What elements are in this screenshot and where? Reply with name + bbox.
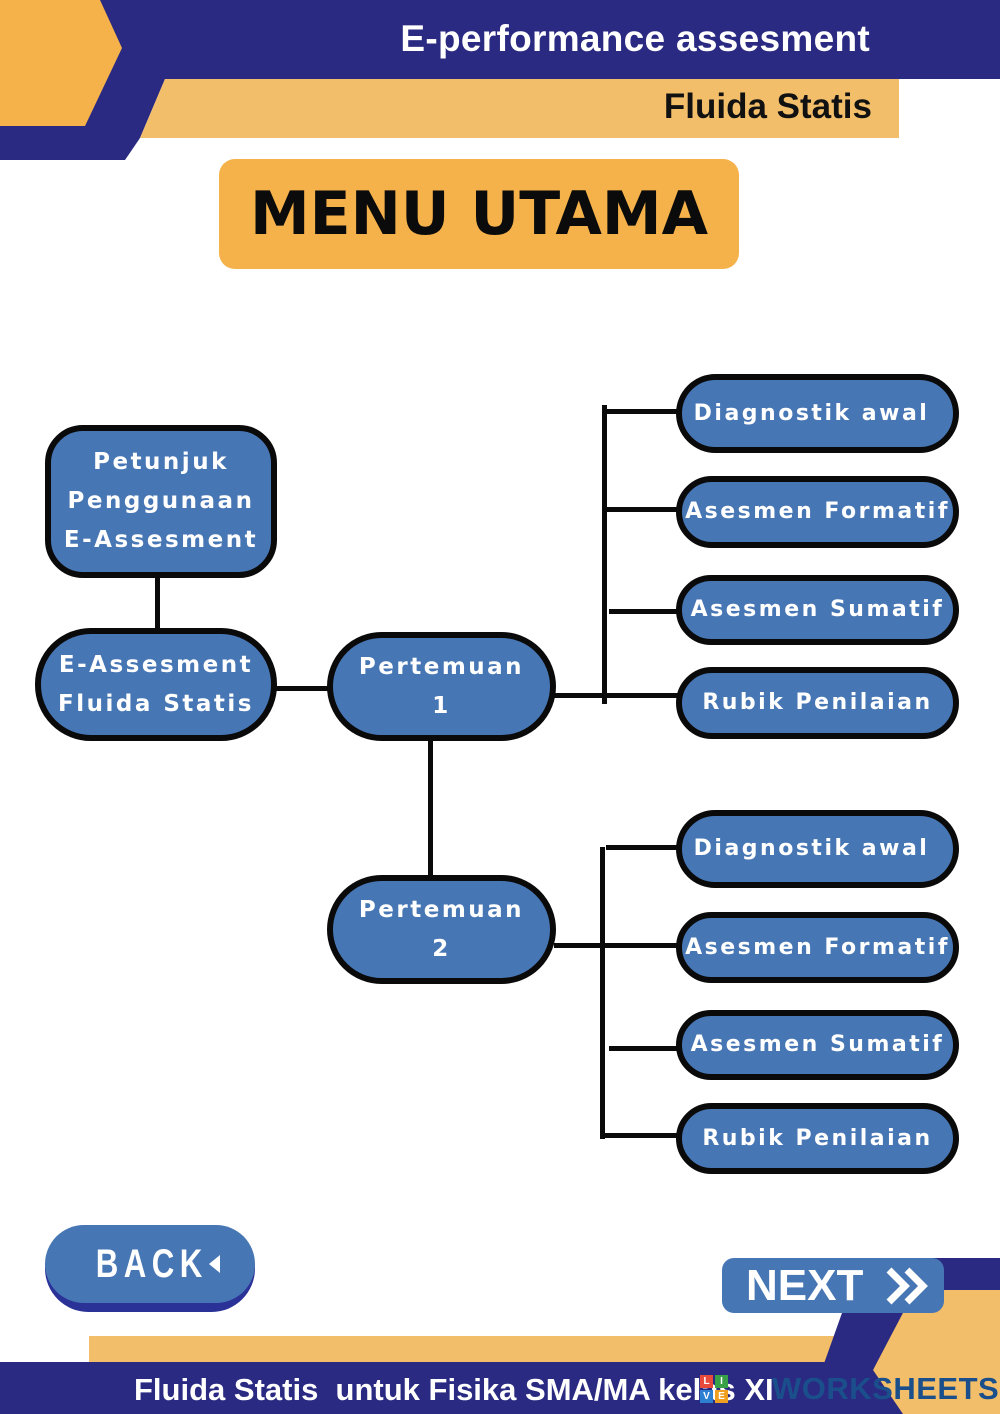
live-tile: L xyxy=(700,1375,713,1388)
leaf-label: Rubik Penilaian xyxy=(702,690,933,715)
connector-group2-vertical xyxy=(600,847,605,1139)
topic-subtitle: Fluida Statis xyxy=(663,87,872,126)
connector-meeting1-meeting2 xyxy=(428,740,433,877)
meeting-2-node[interactable]: Pertemuan 2 xyxy=(327,875,556,984)
meeting-1-diagnostik-button[interactable]: Diagnostik awal xyxy=(676,374,959,453)
meeting-1-label: Pertemuan 1 xyxy=(358,653,525,719)
leaf-label: Asesmen Formatif xyxy=(685,934,950,960)
guide-node[interactable]: Petunjuk Penggunaan E-Assesment xyxy=(45,425,277,578)
meeting-1-formatif-button[interactable]: Asesmen Formatif xyxy=(676,476,959,548)
footer-text: Fluida Statis untuk Fisika SMA/MA kelas … xyxy=(134,1372,774,1407)
worksheets-wordmark: WORKSHEETS xyxy=(772,1371,1000,1406)
connector-guide-root xyxy=(155,576,160,632)
header-navy-band xyxy=(0,0,1000,160)
liveworksheets-logo: L I V E WORKSHEETS xyxy=(700,1371,1000,1406)
back-button-face: BACK xyxy=(45,1225,255,1303)
connector-group1-vertical xyxy=(602,405,607,704)
connector-group2-branch-3 xyxy=(609,1046,679,1051)
footer-diagonal-stripe xyxy=(806,1313,900,1414)
double-chevron-right-icon xyxy=(886,1267,929,1304)
meeting-1-rubik-button[interactable]: Rubik Penilaian xyxy=(676,667,959,739)
header-orange-hexagon xyxy=(0,0,122,126)
connector-group2-branch-4 xyxy=(600,1133,679,1138)
meeting-2-rubik-button[interactable]: Rubik Penilaian xyxy=(676,1103,959,1174)
meeting-2-diagnostik-button[interactable]: Diagnostik awal xyxy=(676,810,959,888)
next-button[interactable]: NEXT xyxy=(722,1258,944,1313)
footer-right-orange xyxy=(873,1290,1000,1414)
meeting-1-sumatif-button[interactable]: Asesmen Sumatif xyxy=(676,575,959,645)
back-button-label: BACK xyxy=(95,1241,208,1286)
connector-group1-branch-3 xyxy=(609,609,679,614)
leaf-label: Rubik Penilaian xyxy=(702,1125,933,1151)
connector-group1-branch-1 xyxy=(604,409,679,414)
triangle-left-icon xyxy=(209,1255,221,1273)
back-button[interactable]: BACK xyxy=(45,1225,255,1312)
leaf-label: Asesmen Formatif xyxy=(685,499,950,524)
connector-group1-branch-2 xyxy=(604,507,679,512)
meeting-1-node[interactable]: Pertemuan 1 xyxy=(327,632,556,741)
meeting-2-formatif-button[interactable]: Asesmen Formatif xyxy=(676,912,959,983)
leaf-label: Diagnostik awal xyxy=(693,400,930,426)
live-tile: I xyxy=(715,1375,728,1388)
footer-orange-band xyxy=(89,1336,889,1363)
next-button-label: NEXT xyxy=(746,1260,864,1310)
leaf-label: Diagnostik awal xyxy=(693,836,930,861)
connector-meeting1-trunk xyxy=(554,693,679,698)
live-tile: V xyxy=(700,1390,713,1403)
connector-root-meeting1 xyxy=(275,686,330,691)
root-node-label: E-Assesment Fluida Statis xyxy=(58,651,254,717)
menu-title-banner: MENU UTAMA xyxy=(219,159,739,269)
live-tiles-icon: L I V E xyxy=(700,1375,728,1403)
meeting-2-sumatif-button[interactable]: Asesmen Sumatif xyxy=(676,1010,959,1080)
root-node[interactable]: E-Assesment Fluida Statis xyxy=(35,628,277,741)
live-tile: E xyxy=(715,1390,728,1403)
leaf-label: Asesmen Sumatif xyxy=(690,597,945,622)
connector-group2-branch-1 xyxy=(606,845,679,850)
header-subtitle-band xyxy=(140,79,899,138)
connector-meeting2-trunk xyxy=(554,943,679,948)
app-title: E-performance assesment xyxy=(400,18,870,59)
guide-node-label: Petunjuk Penggunaan E-Assesment xyxy=(63,449,259,553)
leaf-label: Asesmen Sumatif xyxy=(690,1032,945,1057)
page-title: MENU UTAMA xyxy=(249,179,709,249)
meeting-2-label: Pertemuan 2 xyxy=(358,896,525,962)
